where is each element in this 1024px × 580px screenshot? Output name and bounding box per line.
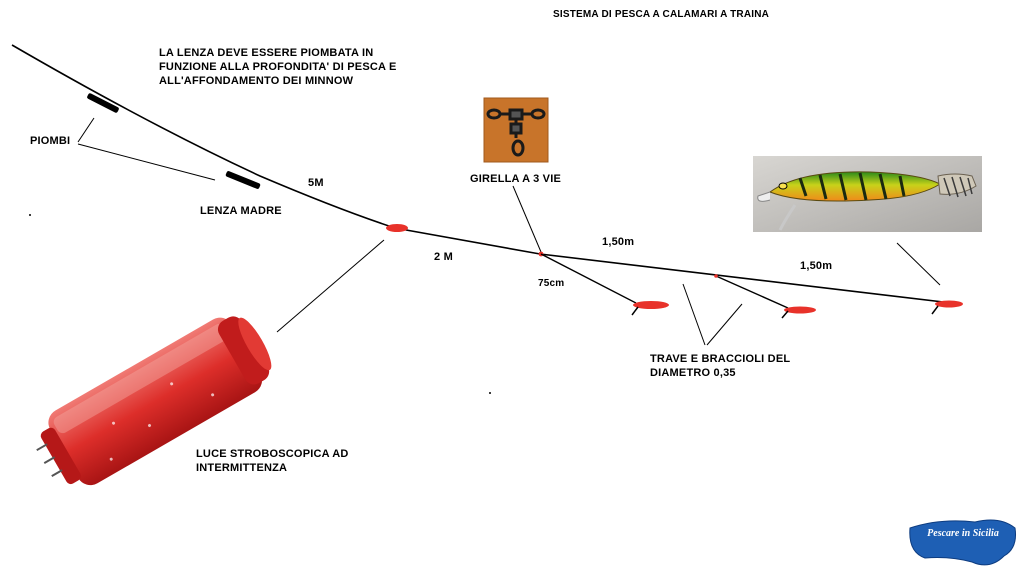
trave-label-line: DIAMETRO 0,35 (650, 367, 736, 379)
light-pointer (276, 239, 385, 333)
stray-dot-2 (489, 392, 491, 394)
sicily-map-logo-icon (909, 519, 1016, 566)
lure-3-hook (931, 305, 939, 315)
luce-label: LUCE STROBOSCOPICA AD INTERMITTENZA (196, 447, 349, 475)
strobe-attach-float (386, 224, 408, 232)
stray-dot-1 (29, 214, 31, 216)
depth-note-line: ALL'AFFONDAMENTO DEI MINNOW (159, 75, 354, 87)
squid-jig-minnow-icon (757, 171, 977, 231)
trave-label: TRAVE E BRACCIOLI DEL DIAMETRO 0,35 (650, 352, 790, 380)
luce-label-line: INTERMITTENZA (196, 462, 288, 474)
trave-pointer-1 (682, 283, 706, 346)
diagram-title: SISTEMA DI PESCA A CALAMARI A TRAINA (553, 9, 770, 20)
main-line (11, 44, 961, 305)
lure-3 (935, 300, 963, 308)
branch-line-1 (540, 253, 637, 304)
swivel-photo (483, 97, 549, 163)
length-75cm-label: 75cm (538, 278, 565, 289)
three-way-swivel-icon (486, 108, 546, 157)
piombi-label: PIOMBI (30, 135, 71, 147)
depth-note: LA LENZA DEVE ESSERE PIOMBATA IN FUNZION… (159, 46, 397, 88)
depth-note-line: LA LENZA DEVE ESSERE PIOMBATA IN (159, 47, 374, 59)
minnow-pointer (896, 242, 941, 286)
trave-label-line: TRAVE E BRACCIOLI DEL (650, 353, 791, 365)
piombi-pointer-1 (77, 117, 95, 143)
lure-1-hook (631, 306, 639, 316)
girella-pointer (512, 185, 542, 253)
depth-note-line: FUNZIONE ALLA PROFONDITA' DI PESCA E (159, 61, 397, 73)
lure-2-hook (781, 310, 789, 319)
logo-text: Pescare in Sicilia (927, 528, 999, 539)
branch-2-dot (714, 274, 718, 278)
length-150-label-a: 1,50m (602, 236, 635, 248)
piombi-pointer-2 (77, 143, 216, 181)
branch-line-2 (715, 275, 789, 309)
girella-label: GIRELLA A 3 VIE (470, 173, 562, 185)
luce-label-line: LUCE STROBOSCOPICA AD (196, 448, 349, 460)
sinker-1 (87, 93, 119, 113)
sinker-2 (225, 171, 261, 189)
strobe-light-icon (36, 316, 272, 486)
trave-pointer-2 (706, 303, 743, 346)
length-150-label-b: 1,50m (800, 260, 833, 272)
length-5m-label: 5M (308, 177, 324, 189)
length-2m-label: 2 M (434, 251, 453, 263)
lure-1 (633, 301, 669, 309)
lure-2 (784, 306, 816, 314)
lenza-madre-label: LENZA MADRE (200, 205, 282, 217)
minnow-photo (753, 156, 982, 232)
